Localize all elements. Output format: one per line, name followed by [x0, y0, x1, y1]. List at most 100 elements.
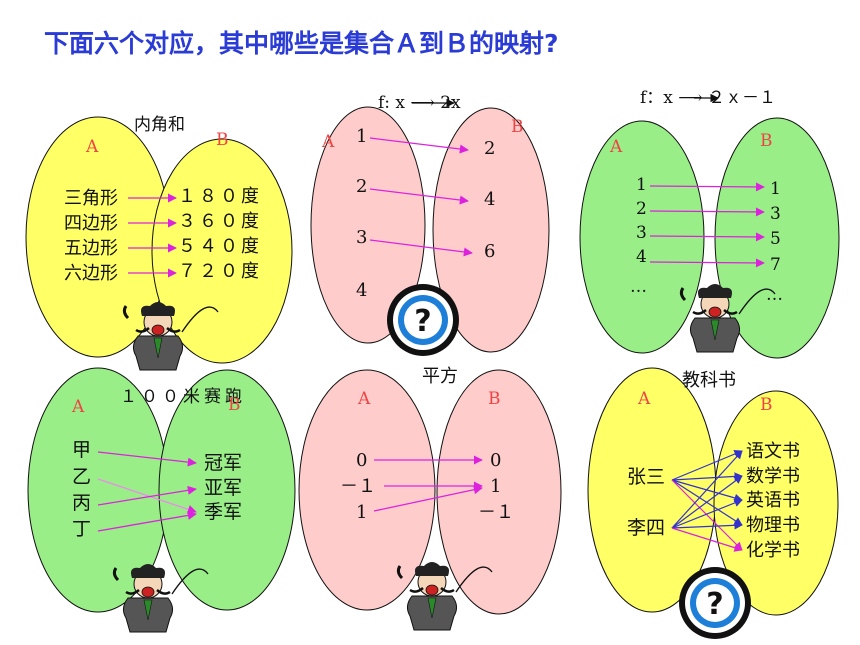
element-b: 6 [484, 241, 495, 262]
professor-cartoon-icon [679, 284, 776, 353]
element-b: １８０度 [178, 186, 262, 207]
element-a: 丙 [72, 492, 91, 514]
set-b-ellipse [432, 107, 550, 353]
panel-2: f: x ⟶ 2x A B 1 2 3 4 2 4 6 ? [310, 93, 550, 356]
element-b: 7 [770, 255, 781, 275]
element-a: 4 [636, 247, 647, 267]
set-a-label: A [85, 137, 99, 157]
element-a: 四边形 [64, 213, 118, 234]
element-b: 亚军 [204, 477, 242, 499]
element-a: 1 [636, 175, 647, 195]
mapping-arrow [649, 182, 765, 192]
correspondence-rule: 内角和 [134, 115, 185, 135]
question-icon: ? [679, 567, 751, 639]
panel-3: f：x ⟶ ２ｘ－１ A B 1 2 3 4 … 1 3 5 7 … [579, 88, 840, 359]
set-b-label: B [488, 389, 501, 409]
correspondence-rule: １００米赛跑 [120, 386, 246, 407]
element-a: … [630, 277, 647, 297]
element-b: 英语书 [746, 490, 800, 511]
panel-1: 内角和 A B 三角形 四边形 五边形 六边形 １８０度 ３６０度 ５４０度 ７… [25, 115, 293, 364]
panel-4: １００米赛跑 A B 甲 乙 丙 丁 冠军 亚军 季军 [27, 367, 296, 613]
element-a: 乙 [72, 466, 91, 488]
set-a-ellipse [298, 369, 436, 611]
set-a-ellipse [310, 106, 426, 344]
set-b-label: B [228, 395, 241, 415]
mapping-arrow [369, 239, 473, 257]
professor-cartoon-icon [122, 302, 219, 371]
element-a: 李四 [627, 517, 665, 539]
mapping-arrow [671, 521, 743, 530]
correspondence-rule: 平方 [422, 366, 458, 387]
element-a: 张三 [627, 466, 665, 488]
set-b-ellipse [158, 369, 296, 611]
mapping-arrow [649, 207, 765, 217]
element-b: 0 [490, 450, 501, 471]
element-b: … [766, 285, 783, 305]
element-a: 六边形 [64, 263, 118, 284]
set-b-ellipse [151, 138, 293, 364]
element-a: 3 [356, 227, 367, 248]
set-b-label: B [760, 131, 773, 151]
element-a: 3 [636, 223, 647, 243]
element-b: 2 [484, 138, 495, 159]
mapping-arrow [649, 258, 765, 268]
set-a-label: A [609, 137, 623, 157]
element-a: 五边形 [64, 238, 118, 259]
element-a: 丁 [72, 518, 91, 540]
question-icon: ? [387, 284, 459, 356]
panel-6: 教科书 A B 张三 李四 语文书 数学书 英语书 物理书 化学书 ? [587, 367, 839, 639]
element-b: 4 [484, 189, 495, 210]
element-a: 1 [356, 502, 367, 523]
element-a: 甲 [72, 439, 91, 461]
panel-5: 平方 A B 0 －１ 1 0 1 －１ [298, 366, 562, 615]
mapping-arrow [369, 137, 469, 154]
set-b-label: B [216, 130, 229, 150]
mapping-arrow [671, 475, 743, 529]
element-a: 三角形 [64, 188, 118, 209]
element-b: 1 [490, 476, 501, 497]
element-b: ５４０度 [178, 236, 262, 257]
element-a: 2 [636, 199, 647, 219]
mapping-arrow [671, 450, 743, 529]
element-b: 冠军 [204, 452, 242, 474]
mapping-arrow [97, 510, 197, 532]
element-a: －１ [340, 476, 376, 497]
mapping-arrow [649, 232, 765, 242]
element-b: 3 [770, 204, 781, 224]
element-b: 季军 [204, 501, 242, 523]
set-b-ellipse [436, 369, 562, 615]
svg-text:?: ? [706, 587, 723, 622]
set-b-ellipse [714, 117, 840, 359]
mapping-arrow [369, 188, 469, 205]
element-b: ３６０度 [178, 211, 262, 232]
mapping-arrow [97, 451, 197, 467]
set-b-label: B [511, 117, 524, 137]
element-b: 语文书 [746, 441, 800, 462]
element-a: 4 [356, 280, 367, 301]
mapping-arrow [671, 527, 743, 552]
set-a-label: A [357, 389, 371, 409]
svg-text:?: ? [414, 304, 431, 339]
mapping-arrow [97, 478, 197, 514]
element-a: 0 [356, 450, 367, 471]
mapping-arrow [671, 498, 743, 529]
set-b-label: B [760, 395, 773, 415]
element-b: 物理书 [746, 515, 800, 536]
element-a: 2 [356, 176, 367, 197]
page-title: 下面六个对应，其中哪些是集合Ａ到Ｂ的映射? [44, 29, 559, 58]
correspondence-rule: 教科书 [682, 370, 736, 391]
element-b: 1 [770, 179, 781, 199]
element-b: ７２０度 [178, 261, 262, 282]
professor-cartoon-icon [396, 562, 493, 631]
set-a-label: A [71, 397, 85, 417]
set-a-label: A [321, 132, 335, 152]
mapping-arrow [671, 450, 743, 481]
mapping-arrow [671, 472, 743, 481]
element-b: 5 [770, 229, 781, 249]
set-b-ellipse [713, 390, 839, 616]
element-a: 1 [356, 126, 367, 147]
element-b: 数学书 [746, 466, 800, 487]
mapping-arrow [671, 479, 743, 551]
mapping-arrow [373, 485, 483, 512]
